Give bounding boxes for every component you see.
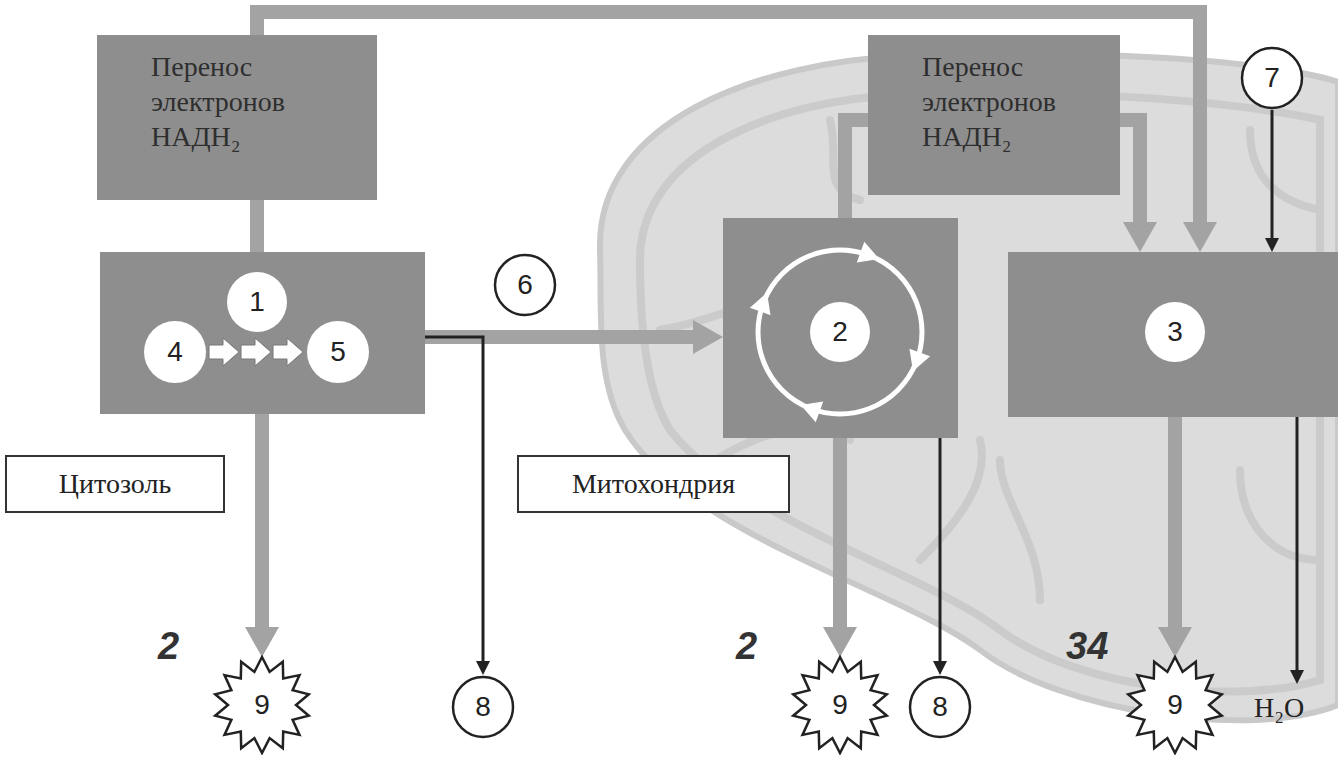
reaction-arrow xyxy=(241,338,271,366)
callout-number: 8 xyxy=(908,675,972,739)
arrowhead xyxy=(245,627,279,657)
region-name: Митохондрия xyxy=(572,468,735,500)
substrate-circle: 4 xyxy=(143,320,207,384)
arrowhead xyxy=(476,661,490,675)
callout-number: 7 xyxy=(1240,46,1304,110)
glycolysis-box: 14 5 xyxy=(100,252,425,414)
callout-number: 7 xyxy=(1240,46,1304,110)
atp-count: 34 xyxy=(1066,625,1108,668)
arrowhead xyxy=(823,627,857,657)
stage-number: 2 xyxy=(810,302,870,362)
callout-number: 6 xyxy=(493,253,557,317)
krebs-cycle-box: 2 xyxy=(723,218,958,438)
callout-number: 9 xyxy=(790,655,890,755)
reaction-arrow xyxy=(273,338,303,366)
callout-number: 8 xyxy=(451,675,515,739)
respiratory-chain-box: 3 xyxy=(1008,252,1338,417)
callout-number: 4 xyxy=(143,320,207,384)
atp-count: 2 xyxy=(158,625,179,668)
product-arrow xyxy=(933,438,947,675)
arrowhead xyxy=(1290,670,1304,684)
water-arrow xyxy=(1290,417,1304,684)
electron-transfer-box: Перенос электронов НАДН₂ xyxy=(868,35,1120,195)
arrowhead xyxy=(933,661,947,675)
atp-star: 9 xyxy=(212,655,312,755)
arrowhead xyxy=(1158,627,1192,657)
flow-arrow xyxy=(823,438,857,657)
cycle-arrowhead xyxy=(909,349,930,372)
flow-arrow xyxy=(1158,417,1192,657)
arrowhead xyxy=(693,320,723,354)
product-circle: 5 xyxy=(306,320,370,384)
callout-number: 5 xyxy=(306,320,370,384)
cycle-arrowhead xyxy=(750,293,771,316)
region-name: Цитозоль xyxy=(59,468,171,500)
flow-arrow xyxy=(257,12,1217,252)
product-arrow xyxy=(1265,110,1279,252)
callout-number: 8 xyxy=(908,675,972,739)
atp-star: 9 xyxy=(1125,655,1225,755)
callout-number: 8 xyxy=(451,675,515,739)
callout-number: 6 xyxy=(493,253,557,317)
cycle-arrowhead xyxy=(801,401,824,422)
atp-star: 9 xyxy=(790,655,890,755)
product-arrow xyxy=(425,337,490,675)
stage-number: 3 xyxy=(1145,302,1205,362)
arrowhead xyxy=(1265,238,1279,252)
flow-arrow xyxy=(257,200,258,252)
box-text: Перенос электронов НАДН₂ xyxy=(151,49,361,154)
stage-number: 1 xyxy=(227,272,287,332)
flow-arrow xyxy=(1120,120,1157,252)
region-tag: Цитозоль xyxy=(5,455,225,513)
flow-arrow xyxy=(845,120,868,218)
arrowhead xyxy=(1183,222,1217,252)
product-label: H₂O xyxy=(1254,692,1304,724)
atp-count: 2 xyxy=(736,625,757,668)
region-tag: Митохондрия xyxy=(517,455,790,513)
reaction-arrow xyxy=(209,338,239,366)
callout-number: 9 xyxy=(1125,655,1225,755)
callout-number: 9 xyxy=(212,655,312,755)
flow-arrow xyxy=(245,414,279,657)
electron-transfer-box: Перенос электронов НАДН₂ xyxy=(97,35,377,200)
arrowhead xyxy=(1123,222,1157,252)
cycle-ring xyxy=(758,250,922,414)
cycle-arrowhead xyxy=(857,242,880,263)
box-text: Перенос электронов НАДН₂ xyxy=(922,49,1104,154)
